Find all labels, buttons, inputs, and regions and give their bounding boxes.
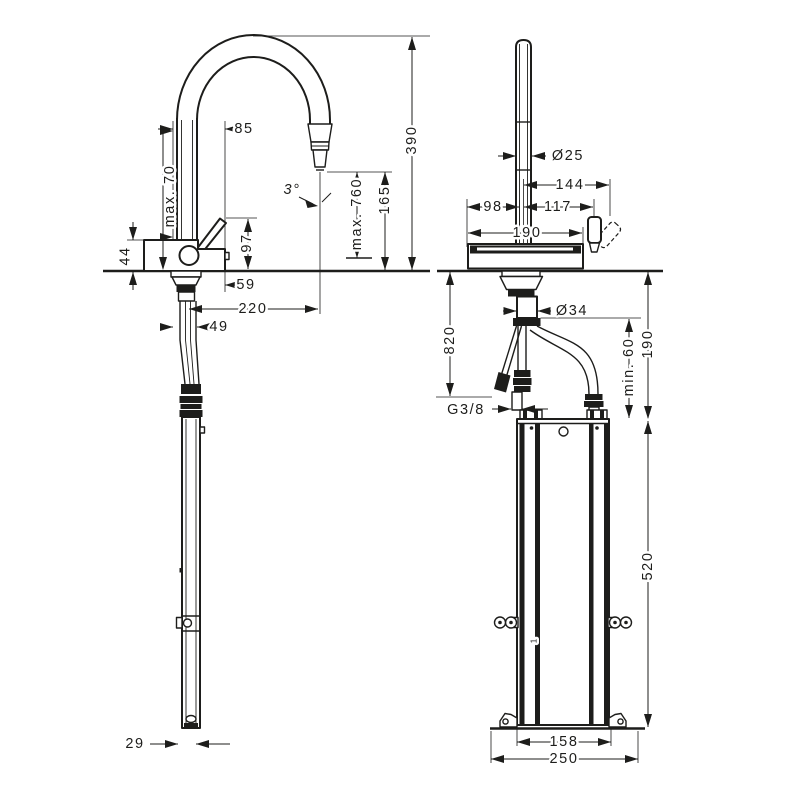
spray-angle-pointer <box>298 192 332 208</box>
front-view: 1 <box>436 39 663 770</box>
mounting-box: 1 <box>490 409 645 730</box>
dim-98-label: 98 <box>483 199 502 215</box>
side-view: 85 max. 70 390 165 max. 760 3° 97 44 59 … <box>103 34 430 755</box>
spray-head <box>307 123 333 171</box>
dim-117-label: 117 <box>544 199 572 215</box>
pull-out-rod <box>175 416 206 729</box>
front-dimension-labels: Ø25 144 98 117 190 Ø34 820 G3/8 min. 60 … <box>440 146 659 770</box>
spout-arc <box>176 34 331 240</box>
dim-820-label: 820 <box>442 326 458 355</box>
faucet-body-front <box>467 243 584 270</box>
dim-144-label: 144 <box>556 177 585 193</box>
dim-g38-label: G3/8 <box>447 402 485 418</box>
dim-97-label: 97 <box>239 233 255 252</box>
side-clip-right <box>607 616 633 629</box>
riser-pipe-front <box>515 39 532 245</box>
side-dimension-labels: 85 max. 70 390 165 max. 760 3° 97 44 59 … <box>115 119 423 755</box>
dim-190-right-label: 190 <box>640 330 656 359</box>
select-handle <box>587 216 622 253</box>
dim-49-label: 49 <box>209 319 228 335</box>
box-marker-1: 1 <box>530 638 539 643</box>
box-feet <box>499 712 627 728</box>
dim-85-label: 85 <box>234 121 253 137</box>
dim-250-label: 250 <box>550 751 579 767</box>
faucet-body-side <box>143 217 230 272</box>
dim-max70-label: max. 70 <box>162 165 178 228</box>
dim-190-top-label: 190 <box>513 225 542 241</box>
shank-front <box>499 270 544 326</box>
dim-165-label: 165 <box>377 186 393 215</box>
dim-d25-label: Ø25 <box>552 148 584 164</box>
dim-44-label: 44 <box>118 246 134 265</box>
handle-swing-outline <box>595 221 622 249</box>
dim-59-label: 59 <box>236 277 255 293</box>
dim-158-label: 158 <box>550 734 579 750</box>
side-clip-left <box>493 616 519 629</box>
front-dimensions <box>446 152 652 763</box>
dim-max760-label: max. 760 <box>349 178 365 250</box>
dim-min60-label: min. 60 <box>621 338 637 397</box>
dim-520-label: 520 <box>640 552 656 581</box>
handle-lever <box>195 217 227 254</box>
supply-hoses-front <box>494 325 604 420</box>
dim-d34-label: Ø34 <box>556 303 588 319</box>
supply-hoses-side <box>179 301 203 417</box>
dim-angle-label: 3° <box>283 182 300 198</box>
dim-390-label: 390 <box>404 126 420 155</box>
shank-side <box>170 270 202 302</box>
side-dimensions <box>129 37 416 748</box>
body-side-tab <box>224 251 230 261</box>
dim-220-label: 220 <box>239 301 268 317</box>
box-top-hole <box>558 426 569 437</box>
dim-29-label: 29 <box>125 736 144 752</box>
handle-pivot <box>178 245 200 266</box>
